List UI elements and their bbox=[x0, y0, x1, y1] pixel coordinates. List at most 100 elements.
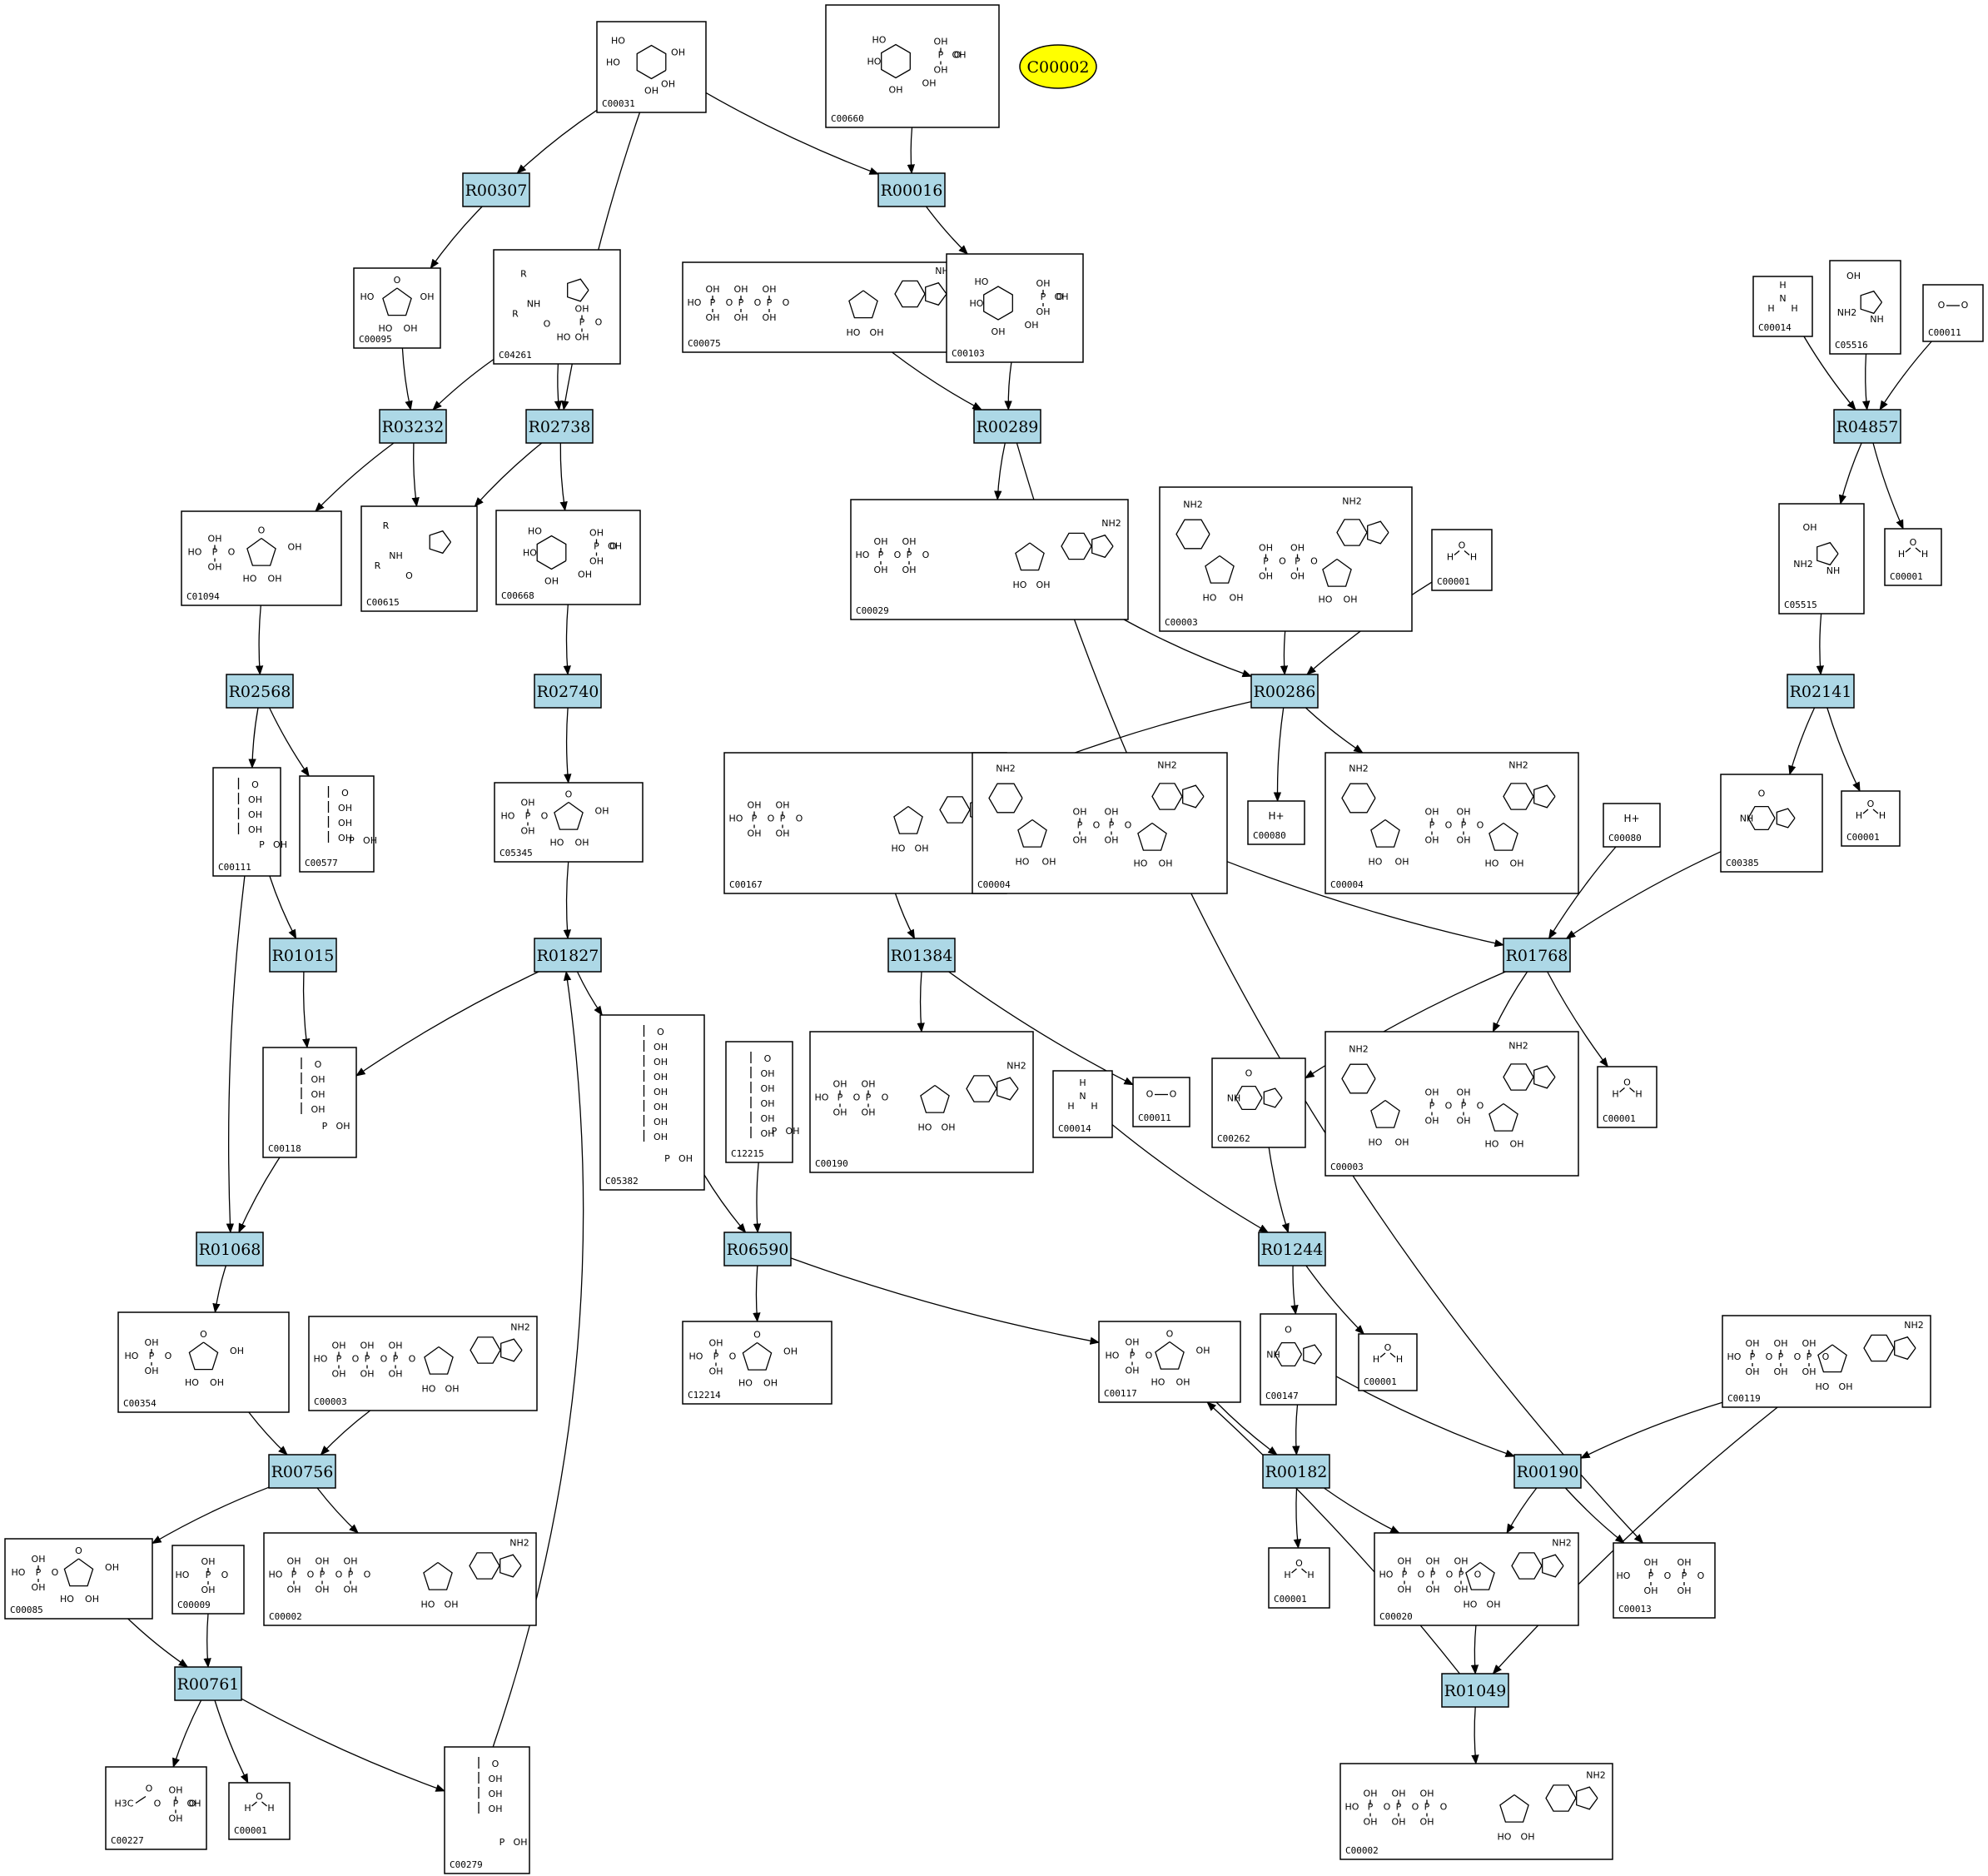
reaction-r02738[interactable]: R02738 bbox=[525, 409, 594, 444]
atom-label: OH bbox=[748, 829, 762, 839]
highlight-node[interactable]: C00002 bbox=[1019, 44, 1097, 89]
atom-label: O bbox=[200, 1329, 207, 1340]
atom-label: O bbox=[1310, 556, 1318, 567]
reaction-r00190[interactable]: R00190 bbox=[1513, 1454, 1582, 1489]
reaction-r00756[interactable]: R00756 bbox=[268, 1454, 336, 1489]
compound-id: C00004 bbox=[977, 879, 1011, 890]
atom-label: OH bbox=[874, 565, 888, 575]
reaction-r04857[interactable]: R04857 bbox=[1833, 409, 1901, 444]
atom-label: NH2 bbox=[1349, 1044, 1369, 1055]
reaction-r02740[interactable]: R02740 bbox=[534, 674, 602, 709]
reaction-r02141[interactable]: R02141 bbox=[1787, 674, 1855, 709]
atom-label: O bbox=[753, 1330, 761, 1341]
atom-label: OH bbox=[389, 1341, 403, 1351]
reaction-r01015[interactable]: R01015 bbox=[269, 938, 337, 973]
atom-label: P bbox=[713, 1351, 719, 1362]
atom-label: OH bbox=[145, 1366, 159, 1376]
compound-c00167[interactable]: HOPOHOHOPOHOHOHOOHNH2C00167 bbox=[723, 752, 1007, 894]
edge-c00119-R01049 bbox=[1492, 1406, 1778, 1674]
atom-label: P bbox=[206, 1570, 211, 1580]
reaction-r00289[interactable]: R00289 bbox=[973, 409, 1041, 444]
reaction-r00761[interactable]: R00761 bbox=[174, 1666, 242, 1701]
reaction-r00307[interactable]: R00307 bbox=[462, 172, 530, 207]
atom-label: P bbox=[907, 550, 912, 560]
reaction-r01244[interactable]: R01244 bbox=[1258, 1232, 1326, 1266]
reaction-r01068[interactable]: R01068 bbox=[196, 1232, 264, 1266]
atom-label: OH bbox=[748, 800, 762, 811]
compound-c00080b[interactable]: H+C00080 bbox=[1603, 803, 1661, 848]
edge-c00354-R00756 bbox=[248, 1411, 288, 1456]
reaction-r01827[interactable]: R01827 bbox=[534, 938, 602, 973]
edge-R00016-c00103 bbox=[925, 206, 969, 255]
edge-R00182-c00001f bbox=[1293, 1487, 1302, 1550]
reaction-r00182[interactable]: R00182 bbox=[1262, 1454, 1330, 1489]
compound-c00080a[interactable]: H+C00080 bbox=[1247, 800, 1305, 845]
reaction-r01384[interactable]: R01384 bbox=[887, 938, 956, 973]
reaction-r01049[interactable]: R01049 bbox=[1441, 1673, 1509, 1708]
compound-id: C00001 bbox=[1437, 576, 1470, 587]
reaction-r00286[interactable]: R00286 bbox=[1250, 674, 1319, 709]
atom-label: OH bbox=[1344, 595, 1358, 605]
reaction-r06590[interactable]: R06590 bbox=[723, 1232, 792, 1266]
reaction-r03232[interactable]: R03232 bbox=[379, 409, 447, 444]
atom-label: P bbox=[1263, 556, 1269, 567]
atom-label: O bbox=[726, 297, 733, 308]
reaction-r01768[interactable]: R01768 bbox=[1503, 938, 1571, 973]
reaction-r02568[interactable]: R02568 bbox=[226, 674, 294, 709]
reaction-r00016[interactable]: R00016 bbox=[877, 172, 946, 207]
compound-id: C00001 bbox=[1890, 571, 1923, 582]
